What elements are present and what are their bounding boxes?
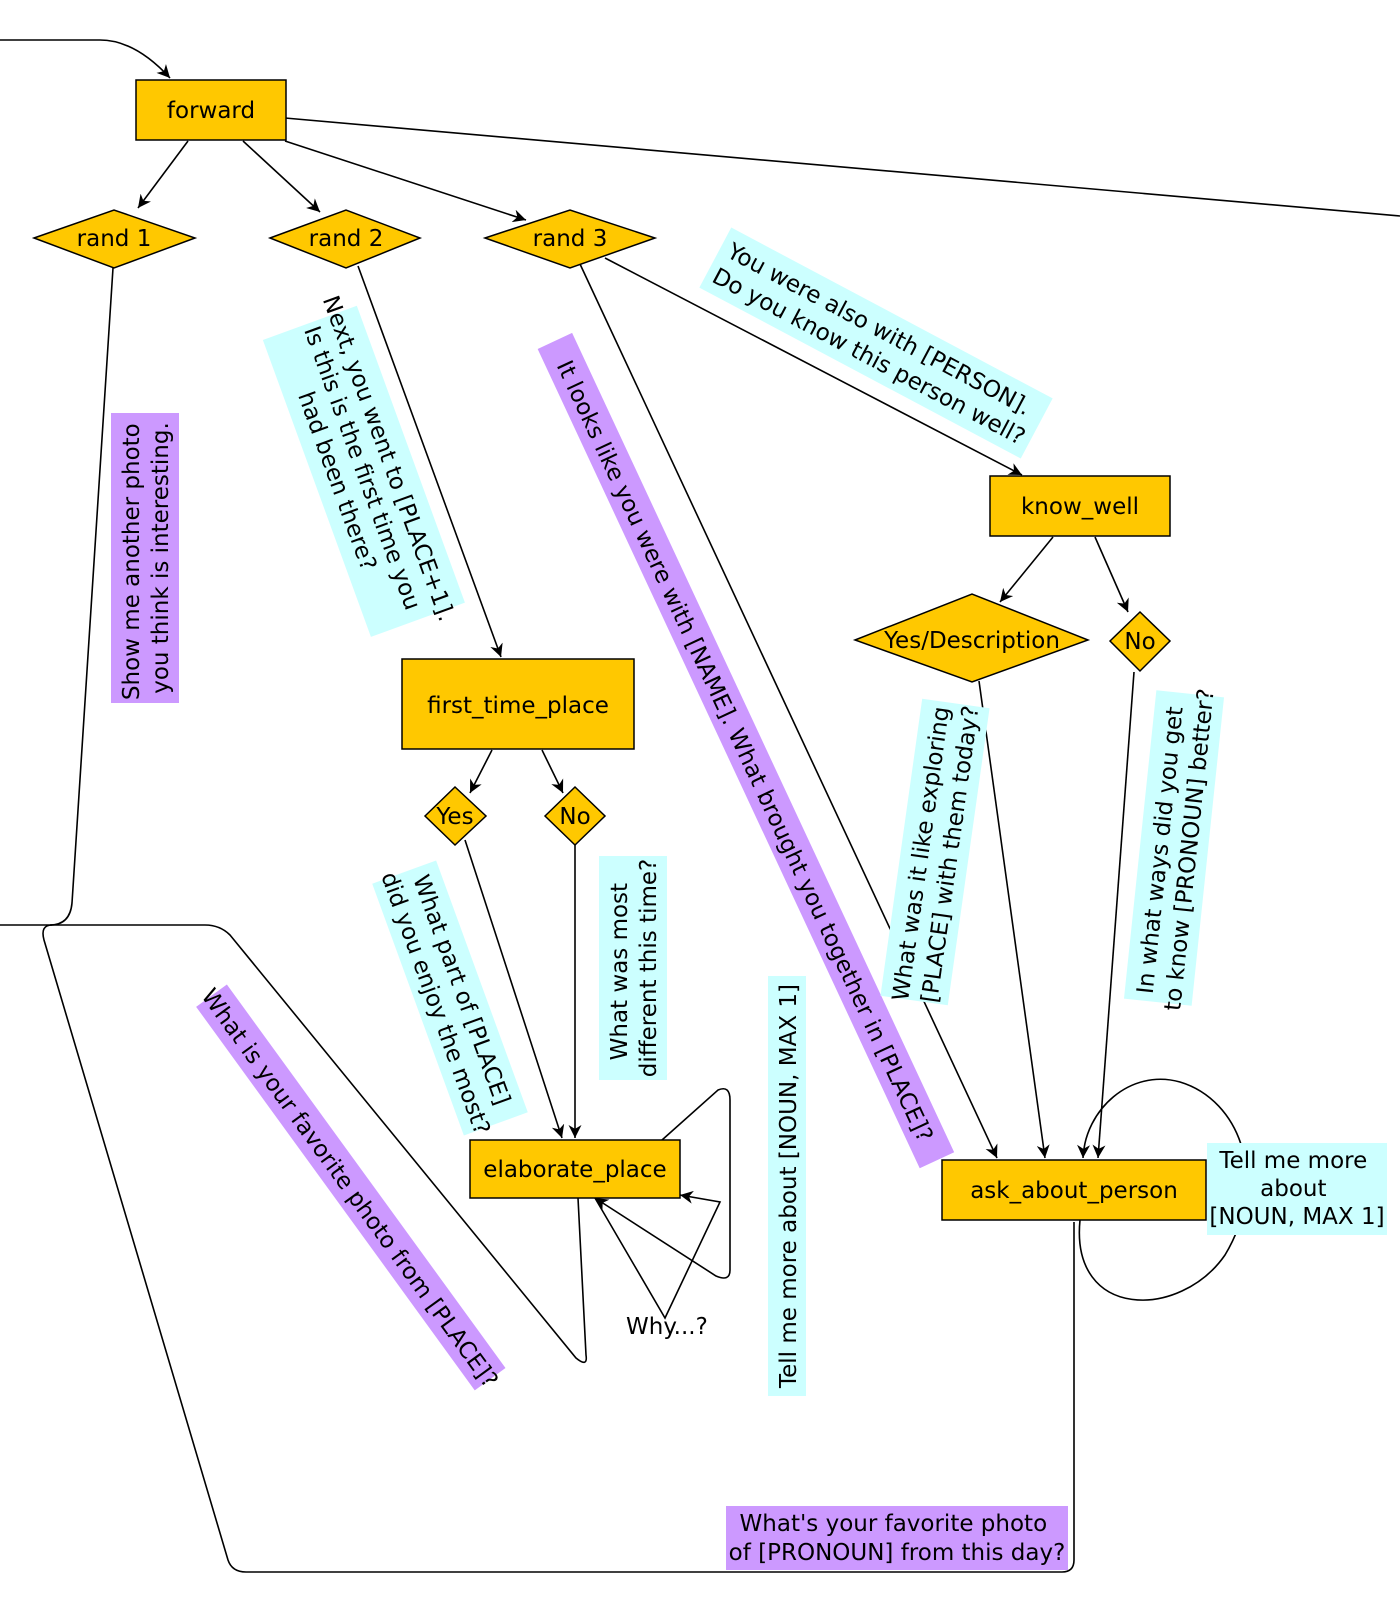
label-what-was-it-like: What was it like exploring [PLACE] with … <box>880 698 990 1006</box>
svg-text:Tell me more about: Tell me more about [NOUN, MAX 1] <box>1209 1148 1384 1230</box>
label-tell-me-more-about-line3: [NOUN, MAX 1] <box>1209 1204 1384 1230</box>
edge-elaborate-why-loop <box>594 1190 722 1320</box>
label-next-you-went: Next, you went to [PLACE+1]. Is this is … <box>262 292 465 637</box>
label-what-was-most-line2: different this time? <box>636 859 662 1077</box>
node-rand3-label: rand 3 <box>533 226 608 252</box>
label-tell-me-more-about-line1: Tell me more <box>1218 1148 1367 1174</box>
node-ftp-no-label: No <box>559 804 590 830</box>
edge-kw-to-yes <box>999 536 1054 603</box>
edge-bottom-loop <box>42 924 1075 1573</box>
node-elaborate-place: elaborate_place <box>469 1139 681 1199</box>
edge-entry-to-forward <box>0 39 171 79</box>
edges <box>0 39 1400 1573</box>
node-forward-label: forward <box>167 98 255 124</box>
edge-kw-no-to-ask <box>1092 671 1135 1159</box>
edge-ftp-yes-to-elaborate <box>464 839 565 1139</box>
node-forward: forward <box>135 79 287 141</box>
node-ftp-yes-label: Yes <box>435 804 473 830</box>
label-favorite-photo-pronoun: What's your favorite photo of [PRONOUN] … <box>726 1506 1068 1570</box>
edge-rand2-to-first-time-place <box>357 265 503 658</box>
edge-forward-to-rand3 <box>284 140 527 223</box>
label-you-were-also-line2: Do you know this person well? <box>708 263 1029 450</box>
svg-text:Tell me more about [NOUN, MAX: Tell me more about [NOUN, MAX 1] <box>776 984 802 1389</box>
node-rand3: rand 3 <box>482 209 658 269</box>
node-rand1-label: rand 1 <box>77 226 152 252</box>
svg-text:What was most differen: What was most different this time? <box>607 859 662 1077</box>
label-why: Why...? <box>626 1314 708 1340</box>
node-rand1: rand 1 <box>31 209 198 269</box>
edge-labels: Show me another photo you think is inter… <box>111 227 1387 1570</box>
label-favorite-photo-pronoun-line2: of [PRONOUN] from this day? <box>729 1540 1066 1566</box>
edge-elaborate-self-loop-top <box>594 1087 731 1279</box>
node-kw-yes: Yes/Description <box>852 593 1091 683</box>
node-first-time-place: first_time_place <box>401 658 635 750</box>
node-kw-no-label: No <box>1124 629 1155 655</box>
edge-kw-to-no <box>1094 536 1129 613</box>
label-show-me-another-line2: you think is interesting. <box>148 422 174 694</box>
node-know-well-label: know_well <box>1021 494 1139 520</box>
node-rand2-label: rand 2 <box>309 226 384 252</box>
node-first-time-place-label: first_time_place <box>427 693 609 719</box>
edge-forward-to-rand2 <box>242 140 321 213</box>
node-know-well: know_well <box>989 475 1171 537</box>
node-kw-yes-label: Yes/Description <box>883 628 1060 654</box>
edge-ftp-to-no <box>541 749 564 794</box>
edge-elaborate-to-bottom <box>50 924 588 1364</box>
label-show-me-another-line1: Show me another photo <box>119 423 145 700</box>
svg-text:What's your favorite photo: What's your favorite photo of [PRONOUN] … <box>729 1511 1066 1566</box>
label-you-were-also: You were also with [PERSON]. Do you know… <box>699 227 1053 459</box>
nodes: forward rand 1 rand 2 rand 3 first_time_… <box>31 79 1207 1221</box>
node-elaborate-place-label: elaborate_place <box>483 1157 666 1183</box>
edge-ftp-to-yes <box>469 749 493 794</box>
edge-forward-to-offscreen <box>284 117 1400 217</box>
label-tell-me-more-about: Tell me more about [NOUN, MAX 1] <box>1207 1143 1387 1235</box>
label-tell-me-noun-rotated: Tell me more about [NOUN, MAX 1] <box>768 976 806 1396</box>
edge-rand3-to-know-well <box>604 257 1023 476</box>
node-ask-about-person: ask_about_person <box>941 1159 1207 1221</box>
label-what-was-most-line1: What was most <box>607 883 633 1060</box>
label-what-was-most: What was most different this time? <box>599 856 667 1080</box>
edge-forward-to-rand1 <box>137 140 189 209</box>
label-you-were-also-line1: You were also with [PERSON]. <box>722 238 1035 421</box>
node-ftp-yes: Yes <box>423 785 488 847</box>
label-what-part-of: What part of [PLACE] did you enjoy the m… <box>372 860 528 1138</box>
node-kw-no: No <box>1108 610 1172 673</box>
edge-rand1-down <box>0 267 114 926</box>
label-tell-me-more-about-line2: about <box>1260 1176 1326 1202</box>
edge-rand3-to-ask-about-person <box>579 263 998 1159</box>
svg-text:Show me another photo: Show me another photo you think is inter… <box>119 416 174 700</box>
node-ftp-no: No <box>543 785 607 847</box>
edge-kw-yes-to-ask <box>978 680 1050 1159</box>
node-rand2: rand 2 <box>267 209 423 269</box>
node-ask-about-person-label: ask_about_person <box>970 1178 1178 1204</box>
label-show-me-another: Show me another photo you think is inter… <box>111 413 179 703</box>
label-favorite-photo-pronoun-line1: What's your favorite photo <box>740 1511 1048 1537</box>
label-tell-me-noun-rotated-line1: Tell me more about [NOUN, MAX 1] <box>776 984 802 1389</box>
label-in-what-ways: In what ways did you get to know [PRONOU… <box>1123 687 1225 1012</box>
